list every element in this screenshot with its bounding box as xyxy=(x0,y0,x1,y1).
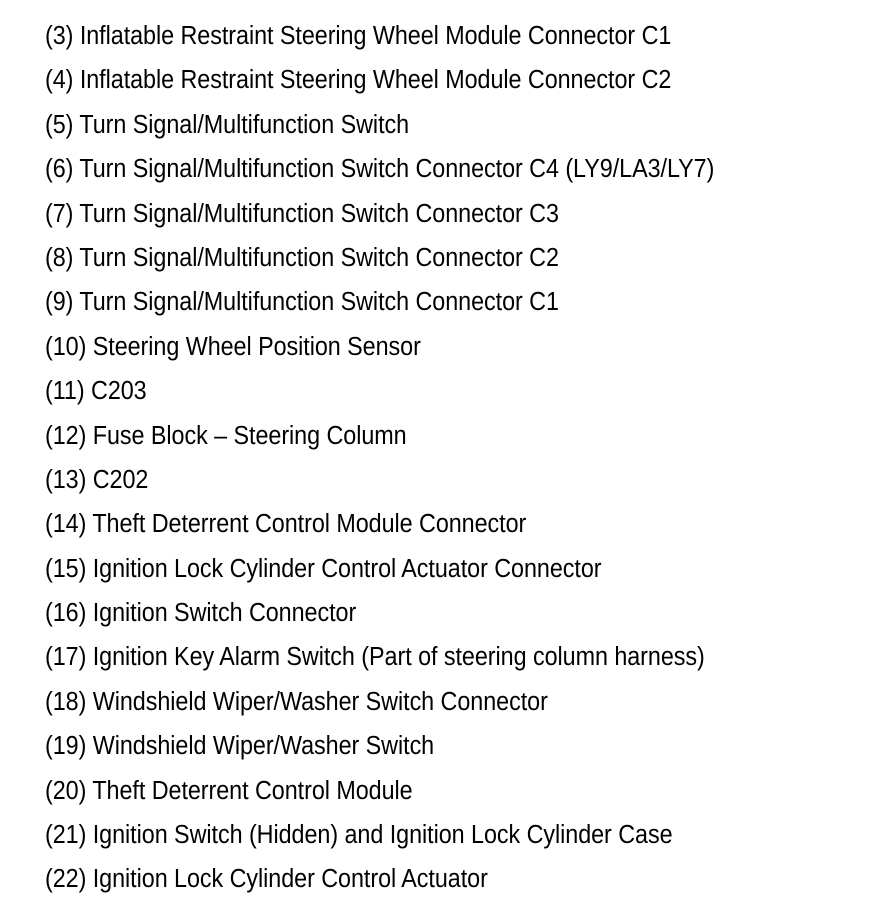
list-item: (20) Theft Deterrent Control Module xyxy=(45,776,413,805)
component-legend-list: (3) Inflatable Restraint Steering Wheel … xyxy=(45,14,872,902)
list-item: (21) Ignition Switch (Hidden) and Igniti… xyxy=(45,821,673,850)
list-item: (4) Inflatable Restraint Steering Wheel … xyxy=(45,66,672,95)
list-item: (15) Ignition Lock Cylinder Control Actu… xyxy=(45,554,602,583)
list-item: (9) Turn Signal/Multifunction Switch Con… xyxy=(45,288,559,317)
list-item: (12) Fuse Block – Steering Column xyxy=(45,421,407,450)
list-item: (6) Turn Signal/Multifunction Switch Con… xyxy=(45,155,715,184)
list-item: (10) Steering Wheel Position Sensor xyxy=(45,332,421,361)
list-item: (7) Turn Signal/Multifunction Switch Con… xyxy=(45,199,559,228)
list-item: (22) Ignition Lock Cylinder Control Actu… xyxy=(45,865,488,894)
list-item: (16) Ignition Switch Connector xyxy=(45,599,357,628)
list-item: (11) C203 xyxy=(45,377,147,406)
list-item: (13) C202 xyxy=(45,465,149,494)
list-item: (18) Windshield Wiper/Washer Switch Conn… xyxy=(45,687,548,716)
list-item: (14) Theft Deterrent Control Module Conn… xyxy=(45,510,527,539)
list-item: (19) Windshield Wiper/Washer Switch xyxy=(45,732,435,761)
list-item: (17) Ignition Key Alarm Switch (Part of … xyxy=(45,643,705,672)
list-item: (5) Turn Signal/Multifunction Switch xyxy=(45,110,410,139)
list-item: (3) Inflatable Restraint Steering Wheel … xyxy=(45,22,672,50)
list-item: (8) Turn Signal/Multifunction Switch Con… xyxy=(45,243,559,272)
